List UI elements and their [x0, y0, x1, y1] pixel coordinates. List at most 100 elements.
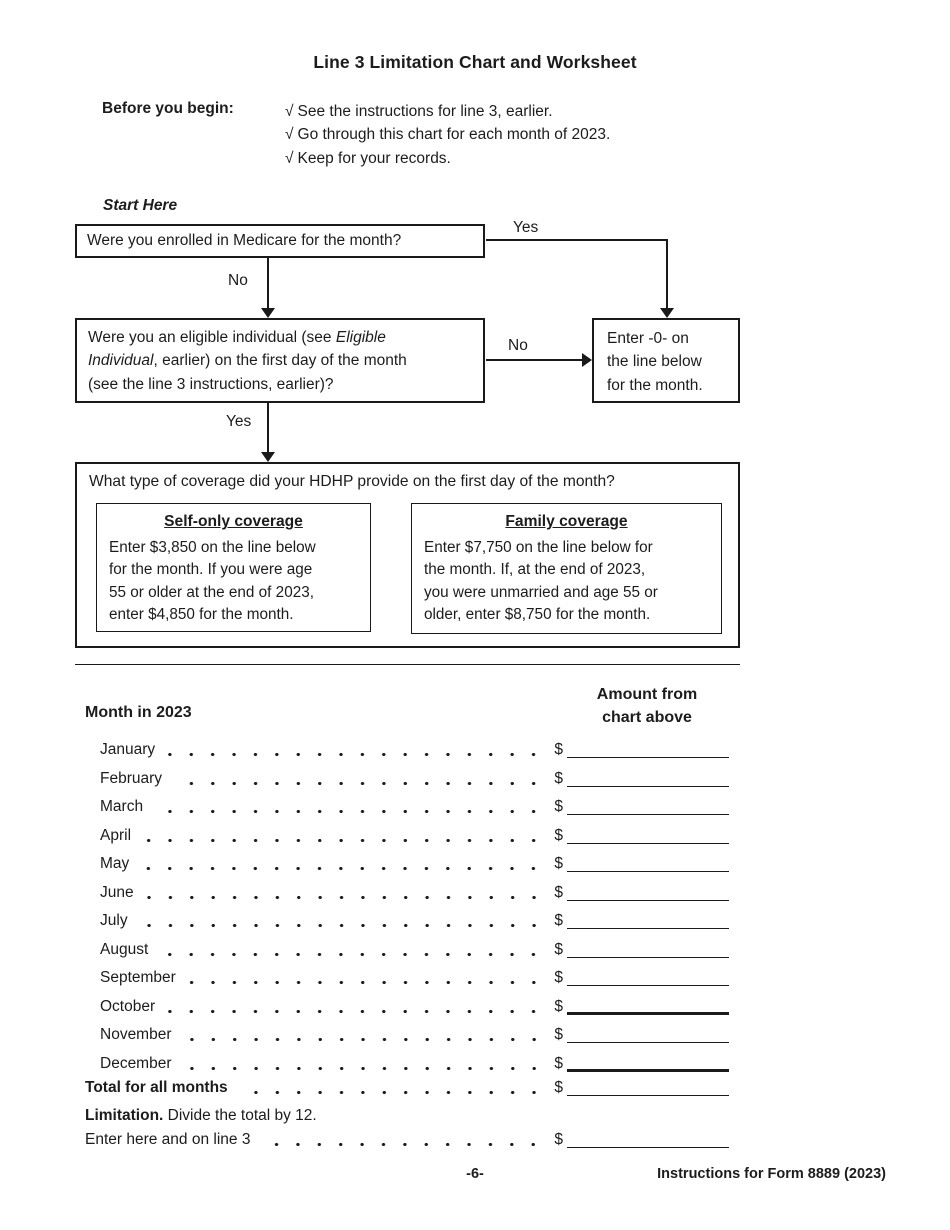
amount-entry-line	[567, 781, 729, 787]
dollar-sign: $	[554, 855, 563, 872]
eligible-question-line: (see the line 3 instructions, earlier)?	[88, 375, 334, 393]
month-label: May	[100, 855, 130, 872]
dot-leader	[262, 1126, 547, 1155]
dollar-sign: $	[554, 912, 563, 929]
self-only-body: Enter $3,850 on the line below for the m…	[109, 539, 316, 624]
dot-leader	[167, 736, 547, 765]
flow-line	[267, 402, 269, 453]
month-label: February	[100, 770, 163, 787]
month-label: January	[100, 741, 156, 758]
eligible-question-line: Were you an eligible individual (see Eli…	[88, 329, 386, 346]
month-label: March	[100, 798, 144, 815]
month-row-october: October $	[85, 993, 729, 1022]
dollar-sign: $	[554, 1055, 563, 1072]
month-label: June	[100, 884, 134, 901]
month-label: November	[100, 1026, 172, 1043]
worksheet-month-header: Month in 2023	[85, 704, 192, 721]
branch-label-no: No	[228, 272, 248, 289]
footer-page-number: -6-	[466, 1166, 484, 1182]
dot-leader	[143, 822, 547, 851]
self-only-coverage-box: Self-only coverage Enter $3,850 on the l…	[96, 503, 371, 632]
enter-line3-row: Enter here and on line 3 $	[85, 1126, 729, 1155]
self-only-heading: Self-only coverage	[164, 513, 303, 530]
amount-entry-line	[567, 1037, 729, 1043]
amount-entry-line	[567, 866, 729, 872]
dollar-sign: $	[554, 798, 563, 815]
month-row-july: July $	[85, 907, 729, 936]
amount-entry-line	[567, 1142, 729, 1148]
limitation-note: Limitation. Divide the total by 12.	[85, 1104, 317, 1127]
dot-leader	[187, 964, 547, 993]
limitation-label: Limitation.	[85, 1107, 164, 1124]
eligible-question-box: Were you an eligible individual (see Eli…	[75, 318, 485, 403]
dot-leader	[239, 1074, 547, 1103]
amount-entry-line	[567, 838, 729, 844]
dot-leader	[174, 765, 547, 794]
medicare-question-text: Were you enrolled in Medicare for the mo…	[87, 232, 402, 249]
before-you-begin-checklist: √See the instructions for line 3, earlie…	[285, 100, 610, 170]
total-label: Total for all months	[85, 1079, 228, 1096]
month-row-december: December $	[85, 1050, 729, 1079]
month-row-march: March $	[85, 793, 729, 822]
enter-zero-box: Enter -0- on the line below for the mont…	[592, 318, 740, 403]
eligible-individual-italic: Eligible	[335, 329, 386, 346]
arrow-down-icon	[261, 452, 275, 462]
amount-entry-line	[567, 980, 729, 986]
arrow-down-icon	[261, 308, 275, 318]
amount-entry-line	[567, 923, 729, 929]
dollar-sign: $	[554, 941, 563, 958]
arrow-right-icon	[582, 353, 592, 367]
dot-leader	[183, 1021, 547, 1050]
dot-leader	[145, 879, 547, 908]
month-label: September	[100, 969, 176, 986]
amount-entry-line	[567, 1064, 729, 1072]
total-row: Total for all months $	[85, 1074, 729, 1103]
page-title: Line 3 Limitation Chart and Worksheet	[313, 52, 637, 72]
month-row-september: September $	[85, 964, 729, 993]
amount-entry-line	[567, 952, 729, 958]
dollar-sign: $	[554, 1026, 563, 1043]
coverage-question-text: What type of coverage did your HDHP prov…	[89, 473, 615, 490]
worksheet-amount-header: Amount from chart above	[596, 686, 698, 726]
dot-leader	[139, 907, 547, 936]
month-label: April	[100, 827, 132, 844]
month-row-november: November $	[85, 1021, 729, 1050]
dot-leader	[141, 850, 547, 879]
branch-label-yes: Yes	[513, 219, 539, 236]
dollar-sign: $	[554, 770, 563, 787]
enter-line3-label: Enter here and on line 3	[85, 1131, 251, 1148]
eligible-individual-italic: Individual	[88, 352, 154, 370]
footer-document-title: Instructions for Form 8889 (2023)	[657, 1166, 886, 1182]
branch-label-no: No	[508, 337, 528, 354]
medicare-question-box: Were you enrolled in Medicare for the mo…	[75, 224, 485, 258]
checklist-item: √Go through this chart for each month of…	[285, 123, 610, 146]
flow-line	[486, 359, 584, 361]
dollar-sign: $	[554, 741, 563, 758]
flow-line	[267, 258, 269, 309]
flow-line	[486, 239, 668, 241]
dot-leader	[167, 993, 547, 1022]
checklist-item-text: See the instructions for line 3, earlier…	[297, 103, 553, 120]
branch-label-yes: Yes	[226, 413, 252, 430]
family-heading: Family coverage	[505, 513, 628, 530]
amount-entry-line	[567, 1007, 729, 1015]
dollar-sign: $	[554, 998, 563, 1015]
flow-line	[666, 239, 668, 309]
checklist-item-text: Keep for your records.	[297, 149, 451, 167]
amount-entry-line	[567, 895, 729, 901]
dot-leader	[183, 1050, 547, 1079]
family-body: Enter $7,750 on the line below for the m…	[424, 539, 658, 624]
before-you-begin-label: Before you begin:	[102, 100, 234, 117]
start-here-label: Start Here	[103, 197, 178, 214]
dollar-sign: $	[554, 969, 563, 986]
month-row-june: June $	[85, 879, 729, 908]
checkmark-icon: √	[285, 126, 294, 144]
month-row-may: May $	[85, 850, 729, 879]
month-row-august: August $	[85, 936, 729, 965]
month-row-january: January $	[85, 736, 729, 765]
month-row-april: April $	[85, 822, 729, 851]
checklist-item: √See the instructions for line 3, earlie…	[285, 100, 610, 123]
arrow-down-icon	[660, 308, 674, 318]
checkmark-icon: √	[285, 149, 294, 167]
